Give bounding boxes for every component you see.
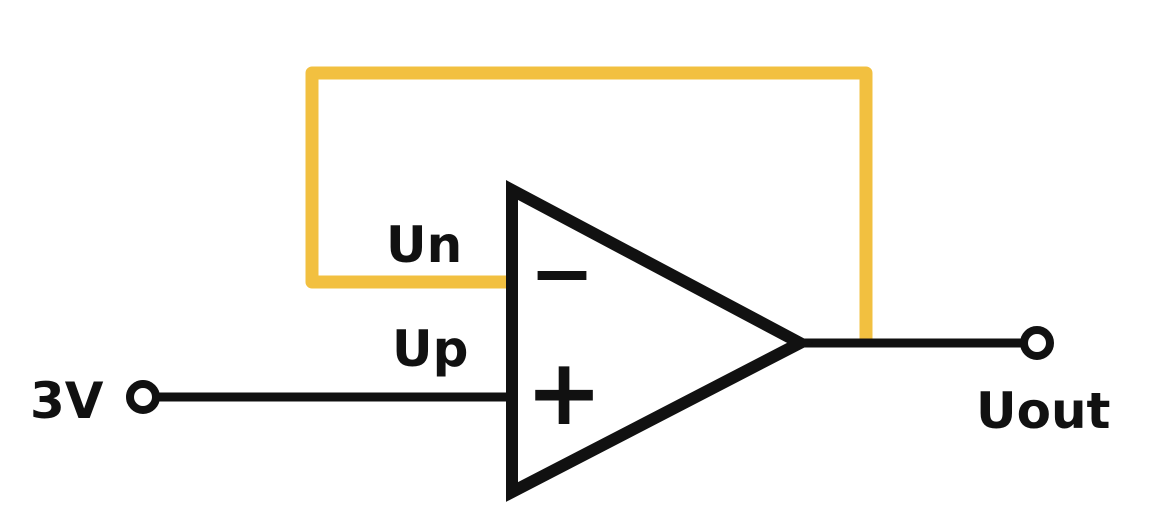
input-terminal [126,380,160,414]
output-terminal [1020,326,1054,360]
op-amp-triangle [506,180,813,502]
feedback-wire [305,66,873,348]
input-voltage-label: 3V [30,372,104,430]
plus-sign: + [525,339,602,446]
inverting-input-label: Un [386,216,462,274]
minus-sign: − [529,229,594,319]
noninverting-input-label: Up [392,320,468,378]
output-label: Uout [976,382,1110,440]
